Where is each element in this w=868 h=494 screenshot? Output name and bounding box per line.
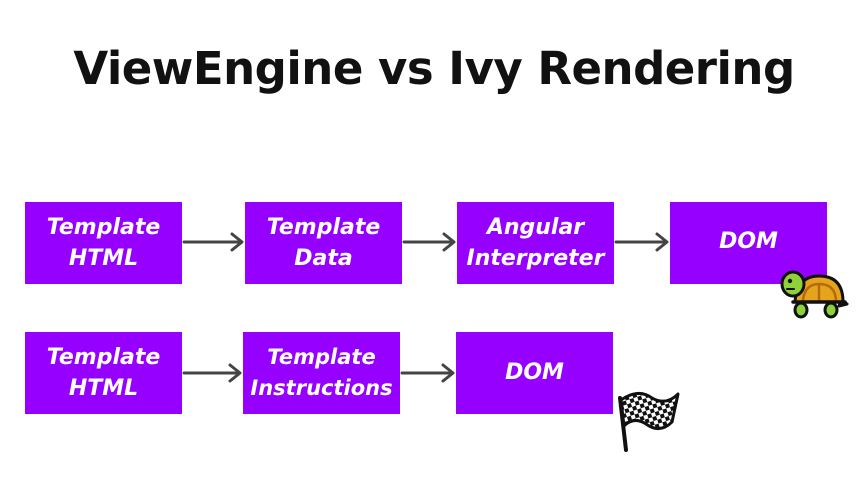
row2-box-template-instructions-label: Template Instructions (250, 345, 393, 400)
checkered-flag-icon (618, 392, 680, 452)
row1-box-template-html-label: Template HTML (46, 215, 161, 271)
row1-arrow-3 (614, 232, 669, 252)
row1-box-dom: DOM (670, 202, 827, 284)
row1-box-template-html: Template HTML (25, 202, 182, 284)
row1-box-template-data: Template Data (245, 202, 402, 284)
row1-box-angular-interpreter: Angular Interpreter (457, 202, 614, 284)
row2-arrow-2 (400, 363, 455, 383)
row1-arrow-2 (402, 232, 456, 252)
row1-box-template-data-label: Template Data (266, 215, 381, 271)
row1-box-angular-interpreter-label: Angular Interpreter (466, 215, 605, 271)
row1-arrow-1 (182, 232, 244, 252)
row2-box-dom: DOM (456, 332, 613, 414)
row2-box-template-instructions: Template Instructions (243, 332, 400, 414)
row2-box-template-html: Template HTML (25, 332, 182, 414)
row1-box-dom-label: DOM (719, 229, 778, 254)
page-title: ViewEngine vs Ivy Rendering (73, 42, 795, 95)
turtle-icon (780, 270, 849, 319)
row2-box-dom-label: DOM (505, 360, 564, 385)
row2-box-template-html-label: Template HTML (46, 345, 161, 401)
row2-arrow-1 (182, 363, 242, 383)
